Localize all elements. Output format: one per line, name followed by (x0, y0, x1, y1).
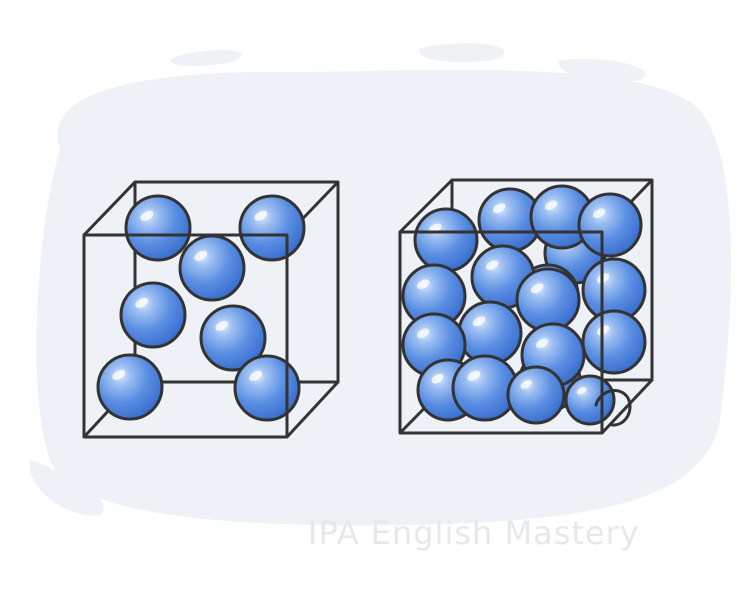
sphere (96, 353, 164, 421)
left-cube-front-frame (82, 233, 289, 439)
sphere (457, 300, 523, 366)
sphere (581, 309, 647, 375)
sphere (413, 207, 479, 273)
sphere (233, 354, 301, 422)
sphere (506, 365, 566, 425)
sphere (515, 267, 581, 333)
curl-mark (594, 389, 632, 427)
right-cube-front-frame (398, 230, 604, 435)
sphere (199, 304, 267, 372)
sphere (178, 234, 246, 302)
sphere (119, 281, 187, 349)
sphere (564, 374, 616, 426)
right-cube-spheres (401, 184, 647, 426)
sphere (401, 263, 467, 329)
sphere (451, 354, 519, 422)
right-cube (398, 178, 654, 435)
left-cube-spheres (96, 194, 306, 422)
sphere (577, 192, 643, 258)
left-cube (82, 180, 340, 439)
sphere (238, 194, 306, 262)
sphere (124, 194, 192, 262)
watermark-text: IPA English Mastery (308, 514, 640, 552)
